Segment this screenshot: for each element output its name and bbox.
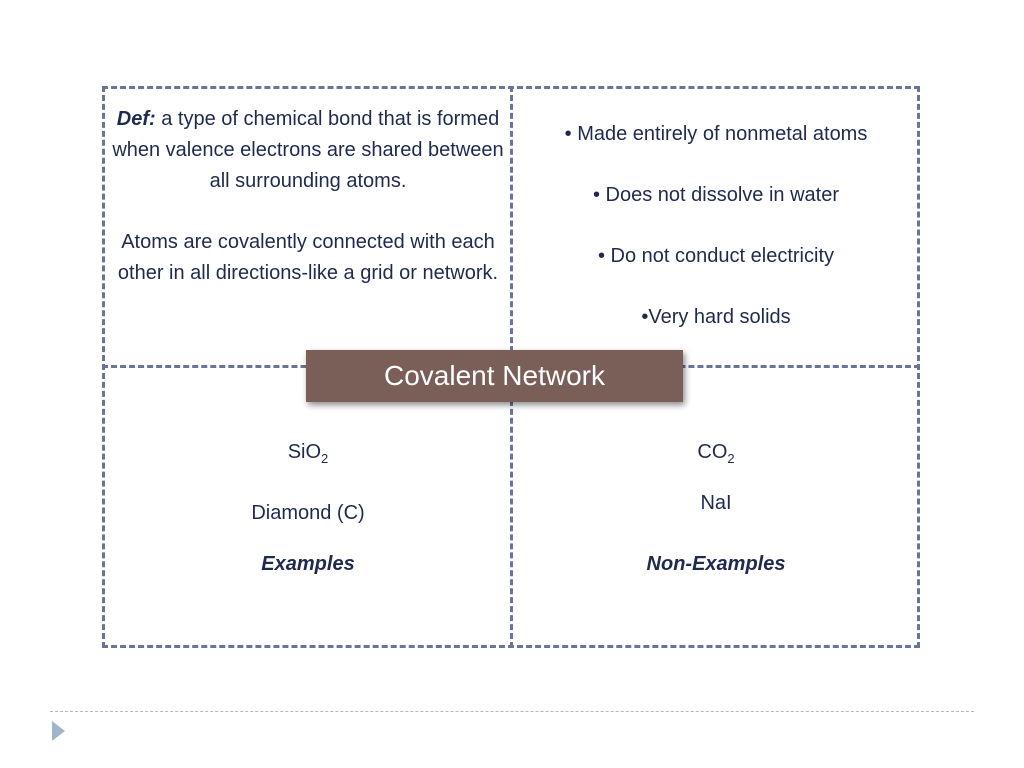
example-diamond: Diamond (C) <box>251 502 365 524</box>
characteristics-quadrant: • Made entirely of nonmetal atoms • Does… <box>520 119 912 363</box>
example-sio2-subscript: 2 <box>321 451 329 466</box>
definition-lead: Def: <box>116 108 156 130</box>
definition-text: a type of chemical bond that is formed w… <box>112 108 504 192</box>
non-example-nai: NaI <box>700 492 732 514</box>
non-example-co2-base: CO <box>697 441 728 463</box>
non-example-co2-subscript: 2 <box>727 451 735 466</box>
non-example-co2: CO2 <box>520 441 912 466</box>
footer-divider <box>50 711 974 712</box>
characteristic-item: • Does not dissolve in water <box>592 184 839 206</box>
definition-paragraph-2: Atoms are covalently connected with each… <box>117 231 499 284</box>
characteristic-item: • Made entirely of nonmetal atoms <box>564 123 868 145</box>
play-triangle-icon <box>52 721 65 741</box>
characteristic-item: • Do not conduct electricity <box>598 245 834 267</box>
definition-quadrant: Def: a type of chemical bond that is for… <box>110 104 506 319</box>
definition-paragraph: Def: a type of chemical bond that is for… <box>110 104 506 197</box>
examples-label: Examples <box>261 553 355 575</box>
topic-title: Covalent Network <box>306 350 683 402</box>
example-sio2: SiO2 <box>110 441 506 466</box>
characteristic-item: •Very hard solids <box>641 306 791 328</box>
non-examples-label: Non-Examples <box>646 553 786 575</box>
example-sio2-base: SiO <box>287 441 322 463</box>
